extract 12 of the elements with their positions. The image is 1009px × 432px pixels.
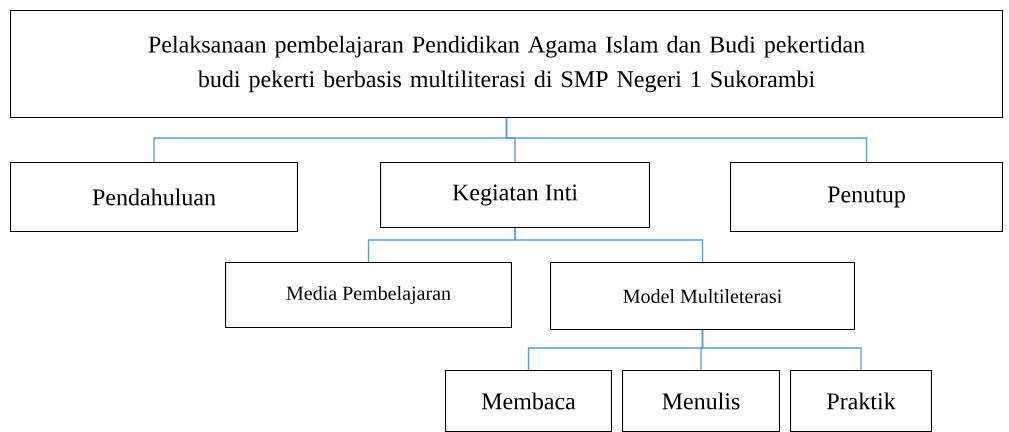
- text-box: Menulis: [622, 370, 780, 432]
- text-box: Pelaksanaan pembelajaran Pendidikan Agama Islam dan Budi pekertidan budi pekerti berbasis multiliterasi di SMP Negeri 1 Sukorambi: [10, 10, 1003, 118]
- text-box: Praktik: [790, 370, 932, 432]
- text-box: Pendahuluan: [10, 162, 298, 232]
- text-box: Membaca: [445, 370, 612, 432]
- connector-line: [505, 117, 868, 163]
- text-box: Model Multileterasi: [550, 262, 855, 330]
- connector-line: [514, 227, 704, 263]
- text-box: Penutup: [730, 162, 1003, 232]
- connector-line: [701, 329, 862, 371]
- text-box: Kegiatan Inti: [380, 162, 650, 228]
- text-box: Media Pembelajaran: [225, 262, 512, 328]
